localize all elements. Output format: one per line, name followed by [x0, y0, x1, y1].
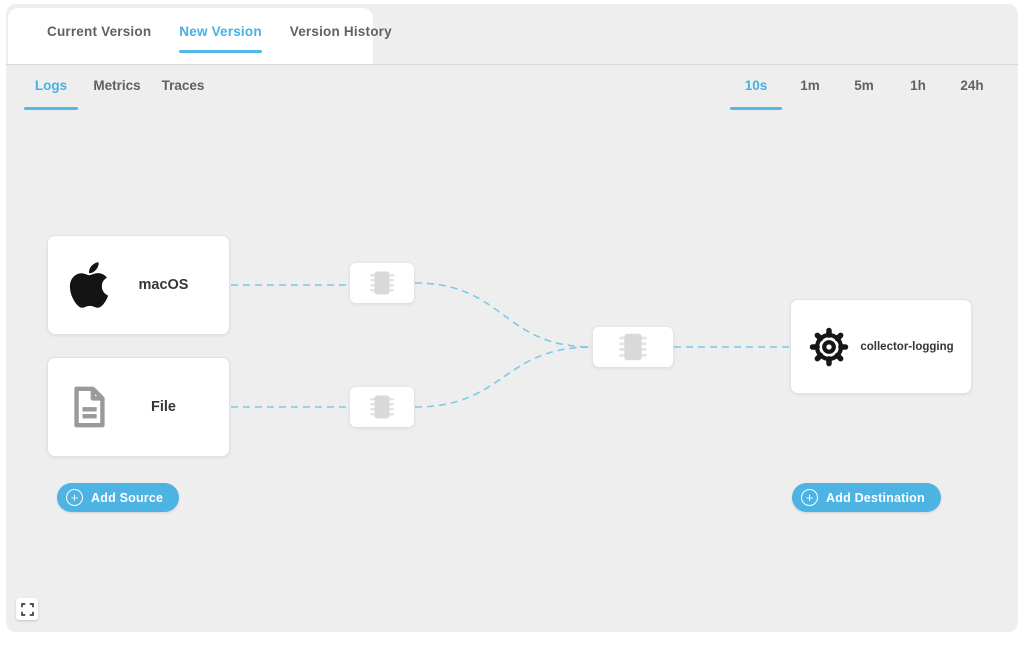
file-icon [66, 382, 112, 432]
add-destination-button[interactable]: + Add Destination [792, 483, 941, 512]
processor-node-bottom[interactable] [350, 387, 414, 427]
range-underline [838, 107, 890, 110]
tab-underline [90, 107, 144, 110]
tab-new-version[interactable]: New Version [175, 8, 265, 65]
time-range-24h[interactable]: 24h [946, 78, 998, 110]
tab-logs[interactable]: Logs [24, 78, 78, 110]
source-node-label: macOS [138, 277, 189, 293]
time-range-5m[interactable]: 5m [838, 78, 890, 110]
time-range-1m[interactable]: 1m [784, 78, 836, 110]
plus-circle-icon: + [66, 489, 83, 506]
version-tab-bar: Current Version New Version Version Hist… [8, 8, 392, 65]
tab-current-version-label: Current Version [47, 24, 152, 39]
plus-circle-icon: + [801, 489, 818, 506]
tab-underline [290, 50, 392, 53]
processor-node-merged[interactable] [593, 327, 673, 367]
chip-icon [370, 394, 394, 420]
telemetry-tab-bar: Logs Metrics Traces [24, 78, 210, 110]
time-range-10s[interactable]: 10s [730, 78, 782, 110]
tab-current-version[interactable]: Current Version [43, 8, 155, 65]
range-underline [946, 107, 998, 110]
range-underline [892, 107, 944, 110]
source-node-file[interactable]: File [47, 357, 230, 457]
add-source-button[interactable]: + Add Source [57, 483, 180, 512]
time-range-1m-label: 1m [800, 78, 820, 93]
tab-new-version-label: New Version [179, 24, 262, 39]
tab-traces[interactable]: Traces [156, 78, 210, 110]
processor-node-top[interactable] [350, 263, 414, 303]
time-range-5m-label: 5m [854, 78, 874, 93]
source-node-macos[interactable]: macOS [47, 235, 230, 335]
tab-traces-label: Traces [161, 78, 205, 93]
tab-metrics-label: Metrics [93, 78, 141, 93]
tab-logs-label: Logs [34, 78, 68, 93]
source-node-label: File [151, 399, 176, 415]
destination-node-label: collector-logging [860, 340, 954, 353]
active-range-underline [730, 107, 782, 110]
tab-metrics[interactable]: Metrics [90, 78, 144, 110]
time-range-1h[interactable]: 1h [892, 78, 944, 110]
apple-icon [66, 259, 112, 311]
active-tab-underline [24, 107, 78, 110]
active-tab-underline [179, 50, 262, 53]
time-range-1h-label: 1h [910, 78, 926, 93]
tab-underline [156, 107, 210, 110]
time-range-24h-label: 24h [960, 78, 984, 93]
add-source-button-label: Add Source [91, 490, 164, 505]
chip-icon [370, 270, 394, 296]
gear-icon [807, 325, 851, 369]
chip-icon [619, 332, 647, 362]
range-underline [784, 107, 836, 110]
destination-node-collector-logging[interactable]: collector-logging [790, 299, 972, 394]
add-destination-button-label: Add Destination [826, 490, 925, 505]
tab-underline [47, 50, 151, 53]
header-divider [6, 64, 1018, 65]
tab-version-history-label: Version History [289, 24, 392, 39]
time-range-selector: 10s 1m 5m 1h 24h [730, 78, 998, 110]
tab-version-history[interactable]: Version History [286, 8, 396, 65]
time-range-10s-label: 10s [744, 78, 768, 93]
fullscreen-button[interactable] [16, 598, 38, 620]
fullscreen-icon [20, 602, 34, 616]
